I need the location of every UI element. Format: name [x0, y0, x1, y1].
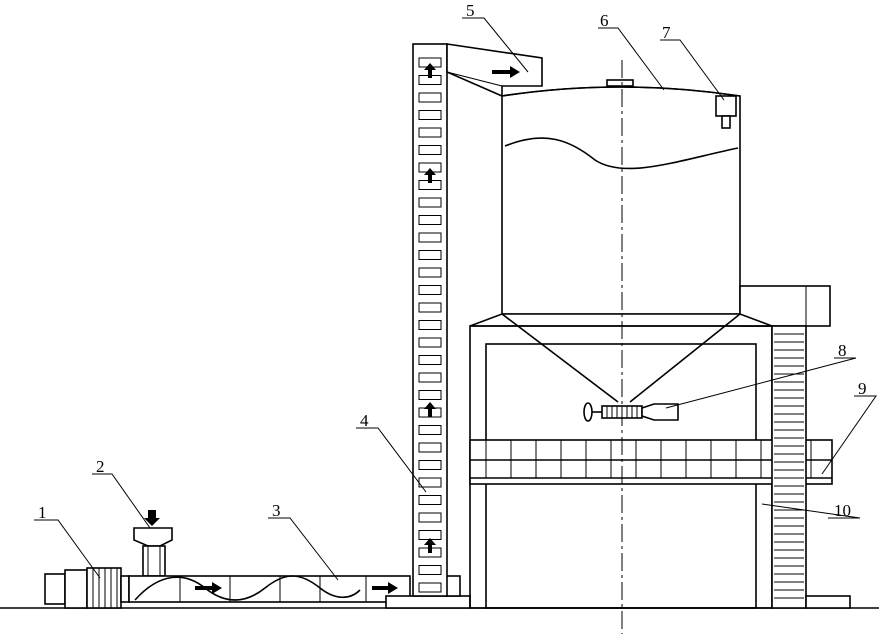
- elevator-bucket: [418, 320, 442, 330]
- discharge-chute: [446, 43, 543, 98]
- label-9: 9: [858, 379, 867, 398]
- labels: 1 2 3 4 5 6 7 8 9 10: [38, 1, 867, 522]
- flow-arrow-icon: [492, 66, 520, 78]
- label-2: 2: [96, 457, 105, 476]
- elevator-bucket: [418, 92, 442, 103]
- label-3: 3: [272, 501, 281, 520]
- motor: [44, 567, 130, 609]
- level-sensor: [715, 95, 737, 129]
- feed-hopper: [133, 510, 173, 577]
- up-arrow-icon: [424, 168, 436, 183]
- elevator-bucket: [418, 250, 442, 260]
- elevator-bucket: [418, 495, 442, 505]
- elevator-bucket: [418, 372, 442, 383]
- side-elevator: [771, 325, 851, 609]
- elevator-bucket: [418, 215, 442, 225]
- label-5: 5: [466, 1, 475, 20]
- up-arrow-icon: [424, 402, 436, 417]
- label-6: 6: [600, 11, 609, 30]
- flow-arrow-icon: [372, 582, 398, 594]
- up-arrow-icon: [424, 538, 436, 553]
- elevator-bucket: [418, 390, 442, 400]
- elevator-bucket: [418, 582, 442, 593]
- elevator-bucket: [418, 512, 442, 523]
- label-10: 10: [834, 501, 851, 520]
- label-8: 8: [838, 341, 847, 360]
- screw-conveyor: [128, 575, 411, 603]
- elevator-bucket: [418, 232, 442, 243]
- storage-tank: [501, 79, 741, 315]
- flow-arrow-icon: [195, 582, 222, 594]
- leader-lines: [34, 17, 877, 581]
- elevator-bucket: [418, 197, 442, 208]
- elevator-bucket: [418, 442, 442, 453]
- bucket-elevator: [412, 43, 448, 597]
- elevator-bucket: [418, 285, 442, 295]
- elevator-bucket: [418, 355, 442, 365]
- label-4: 4: [360, 411, 369, 430]
- elevator-bucket: [418, 110, 442, 120]
- elevator-base: [385, 595, 471, 609]
- elevator-bucket: [418, 565, 442, 575]
- elevator-bucket: [418, 127, 442, 138]
- elevator-bucket: [418, 460, 442, 470]
- label-1: 1: [38, 503, 47, 522]
- elevator-bucket: [418, 337, 442, 348]
- discharge-valve: [583, 402, 679, 422]
- elevator-bucket: [418, 267, 442, 278]
- label-7: 7: [662, 23, 671, 42]
- elevator-bucket: [418, 145, 442, 155]
- feed-arrow-icon: [144, 510, 160, 526]
- elevator-bucket: [418, 302, 442, 313]
- elevator-bucket: [418, 425, 442, 435]
- up-arrow-icon: [424, 63, 436, 78]
